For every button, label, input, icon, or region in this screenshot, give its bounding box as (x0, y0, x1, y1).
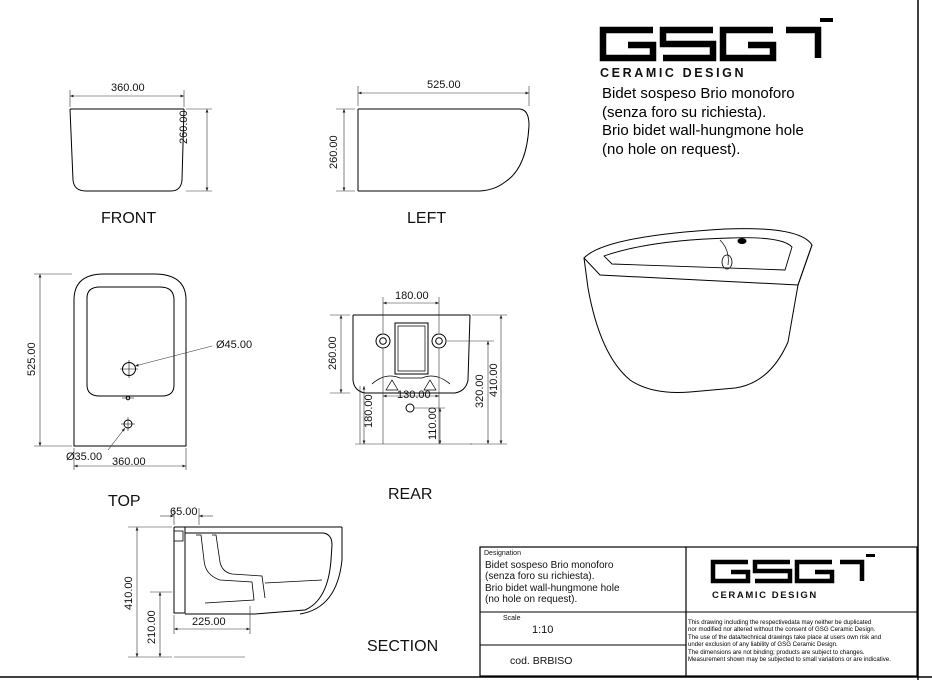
note-line: The use of the data/technical drawings t… (688, 633, 882, 641)
dim-top-width: 360.00 (112, 456, 146, 468)
note-line: The dimensions are not binding; products… (688, 648, 865, 656)
dim-rear-height: 260.00 (327, 336, 339, 370)
dim-top-drain-diameter: Ø35.00 (66, 451, 103, 463)
section-view-label: SECTION (367, 638, 439, 655)
note-line: nor modified nor altered without the con… (688, 626, 876, 634)
description-line: (senza foro su richiesta). (602, 103, 767, 121)
dim-rear-lower-spacing: 130.00 (397, 389, 431, 401)
dim-rear-bolt-spacing: 180.00 (395, 290, 429, 302)
dim-rear-total-height: 410.00 (488, 363, 500, 397)
title-block-logo-accent (866, 554, 875, 557)
dim-section-depth: 225.00 (192, 616, 226, 628)
designation-label: Designation (484, 550, 521, 557)
dim-left-depth: 525.00 (427, 79, 461, 91)
rear-view-label: REAR (388, 486, 433, 503)
logo-subtitle: CERAMIC DESIGN (600, 66, 747, 80)
top-view-label: TOP (108, 493, 141, 510)
designation-line: Brio bidet wall-hungmone hole (485, 582, 620, 594)
left-view (357, 108, 530, 192)
dim-section-lower-height: 210.00 (146, 610, 158, 644)
note-line: Measurement shown may be subjected to sm… (688, 656, 891, 664)
dim-front-height: 260.00 (178, 110, 190, 144)
dim-left-height: 260.00 (328, 135, 340, 169)
designation-line: (senza foro su richiesta). (485, 571, 595, 583)
designation-line: Bidet sospeso Brio monoforo (485, 560, 614, 571)
title-block-logo-subtitle: CERAMIC DESIGN (712, 590, 818, 601)
front-view (69, 108, 185, 192)
top-view (73, 273, 187, 447)
dim-section-wall-offset: 65.00 (170, 506, 198, 518)
dim-rear-drain-height: 110.00 (427, 407, 439, 440)
dim-rear-floor-height: 180.00 (363, 394, 375, 428)
title-block-logo (710, 559, 865, 584)
description-line: Bidet sospeso Brio monoforo (602, 85, 795, 102)
dim-rear-bolt-height: 320.00 (474, 374, 486, 408)
rear-dims (330, 297, 507, 445)
product-code: cod. BRBISO (510, 655, 573, 667)
legal-notes: This drawing including the respectivedat… (688, 619, 891, 663)
scale-value: 1:10 (532, 624, 554, 636)
dim-front-width: 360.00 (111, 82, 145, 94)
description-line: (no hole on request). (602, 140, 741, 158)
left-view-label: LEFT (407, 210, 447, 227)
section-view (173, 526, 343, 615)
rear-view (352, 314, 471, 413)
product-description: Bidet sospeso Brio monoforo (senza foro … (602, 85, 804, 159)
top-dims (34, 273, 213, 470)
note-line: under exclusion of any liability of GSG … (688, 641, 838, 649)
logo-accent (820, 18, 833, 22)
description-line: Brio bidet wall-hungmone hole (602, 122, 804, 139)
dim-top-depth: 525.00 (26, 342, 38, 376)
left-dims (336, 86, 530, 192)
designation-text: Bidet sospeso Brio monoforo (senza foro … (485, 560, 620, 606)
front-view-label: FRONT (101, 210, 157, 227)
section-dims (128, 508, 251, 658)
front-dims (69, 90, 212, 192)
title-block (479, 546, 918, 677)
dim-section-height: 410.00 (123, 576, 135, 610)
designation-line: (no hole on request). (485, 594, 578, 606)
gsg-logo (599, 26, 822, 62)
dim-top-hole-diameter: Ø45.00 (216, 339, 253, 351)
note-line: This drawing including the respectivedat… (688, 619, 872, 626)
scale-label: Scale (503, 615, 521, 622)
bidet-3d-view (583, 228, 813, 393)
